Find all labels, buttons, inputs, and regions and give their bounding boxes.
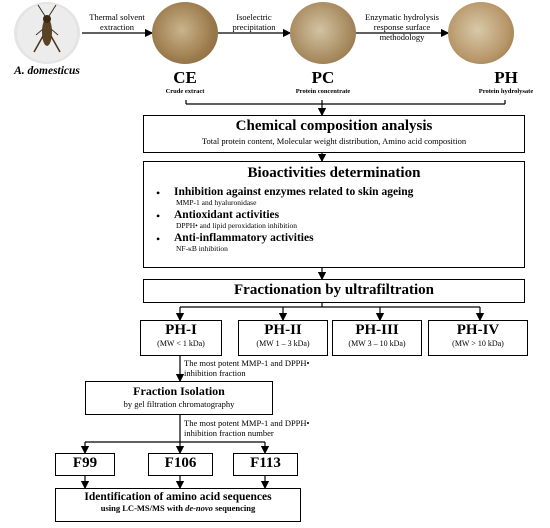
- bio-item-antioxidant: • Antioxidant activities DPPH• and lipid…: [144, 209, 524, 230]
- fraction-isolation-box: Fraction Isolation by gel filtration chr…: [85, 381, 273, 415]
- ce-name: Crude extract: [165, 88, 205, 95]
- ph-code: PH: [494, 68, 518, 87]
- fraction-name: PH-II: [264, 322, 302, 338]
- fraction-name: PH-III: [355, 322, 399, 338]
- identification-box: Identification of amino acid sequences u…: [55, 488, 301, 522]
- fraction-name: PH-IV: [456, 322, 500, 338]
- bullet-icon: •: [156, 186, 161, 200]
- fraction-name: PH-I: [165, 322, 197, 338]
- chemical-composition-box: Chemical composition analysis Total prot…: [143, 115, 525, 153]
- isolation-title: Fraction Isolation: [133, 384, 225, 398]
- bioactivities-title: Bioactivities determination: [247, 165, 421, 181]
- potent-fraction-note: The most potent MMP-1 and DPPH• inhibiti…: [184, 358, 310, 378]
- bio-item-detail: NF-κB inhibition: [176, 244, 228, 253]
- fraction-mw: (MW 3 – 10 kDa): [348, 339, 406, 348]
- fractionation-title: Fractionation by ultrafiltration: [234, 282, 434, 298]
- fraction-mw: (MW 1 – 3 kDa): [256, 339, 310, 348]
- bio-item-detail: DPPH• and lipid peroxidation inhibition: [176, 221, 297, 230]
- bioactivities-list: • Inhibition against enzymes related to …: [144, 186, 524, 253]
- fraction-mw: (MW > 10 kDa): [452, 339, 504, 348]
- identification-subtitle-italic: de-novo: [185, 503, 213, 513]
- bio-item-heading: Inhibition against enzymes related to sk…: [174, 186, 414, 198]
- protein-concentrate-image: [290, 2, 356, 64]
- subfraction-label: F106: [164, 455, 197, 471]
- ce-code: CE: [173, 68, 197, 87]
- step-precipitation-label: Isoelectric precipitation: [232, 12, 276, 32]
- bio-item-heading: Anti-inflammatory activities: [174, 232, 314, 244]
- organism-label: A. domesticus: [14, 65, 80, 77]
- subfraction-label: F99: [72, 455, 98, 471]
- fraction-mw: (MW < 1 kDa): [157, 339, 205, 348]
- bio-item-heading: Antioxidant activities: [174, 209, 280, 221]
- bioactivities-box: Bioactivities determination • Inhibition…: [143, 161, 525, 268]
- isolation-subtitle: by gel filtration chromatography: [123, 399, 235, 409]
- subfraction-f99-box: F99: [55, 453, 115, 476]
- protein-hydrolysate-image: [448, 2, 514, 64]
- identification-subtitle-suffix: sequencing: [212, 503, 256, 513]
- chemical-title: Chemical composition analysis: [235, 118, 433, 134]
- step-extraction-label: Thermal solvent extraction: [89, 12, 145, 32]
- bio-item-anti-inflammatory: • Anti-inflammatory activities NF-κB inh…: [144, 232, 524, 253]
- pc-name: Protein concentrate: [295, 88, 351, 95]
- bullet-icon: •: [156, 232, 161, 246]
- subfraction-f113-box: F113: [233, 453, 298, 476]
- ph-name: Protein hydrolysate: [478, 88, 534, 95]
- identification-title: Identification of amino acid sequences: [84, 491, 272, 503]
- fraction-ph3-box: PH-III (MW 3 – 10 kDa): [332, 320, 422, 356]
- subfraction-label: F113: [250, 455, 281, 471]
- potent-number-note: The most potent MMP-1 and DPPH• inhibiti…: [184, 418, 310, 438]
- bio-item-detail: MMP-1 and hyaluronidase: [176, 198, 257, 207]
- bio-item-skin: • Inhibition against enzymes related to …: [144, 186, 524, 207]
- bullet-icon: •: [156, 209, 161, 223]
- step-hydrolysis-label: Enzymatic hydrolysis response surface me…: [365, 12, 439, 42]
- fraction-ph2-box: PH-II (MW 1 – 3 kDa): [238, 320, 328, 356]
- cricket-icon: [17, 4, 77, 62]
- cricket-image: [14, 2, 80, 64]
- identification-subtitle: using LC-MS/MS with de-novo sequencing: [56, 503, 300, 513]
- subfraction-f106-box: F106: [148, 453, 213, 476]
- chemical-subtitle: Total protein content, Molecular weight …: [201, 136, 467, 146]
- fraction-ph4-box: PH-IV (MW > 10 kDa): [428, 320, 528, 356]
- identification-subtitle-prefix: using LC-MS/MS with: [100, 503, 186, 513]
- fraction-ph1-box: PH-I (MW < 1 kDa): [140, 320, 222, 356]
- fractionation-box: Fractionation by ultrafiltration: [143, 279, 525, 303]
- crude-extract-image: [152, 2, 218, 64]
- pc-code: PC: [311, 68, 335, 87]
